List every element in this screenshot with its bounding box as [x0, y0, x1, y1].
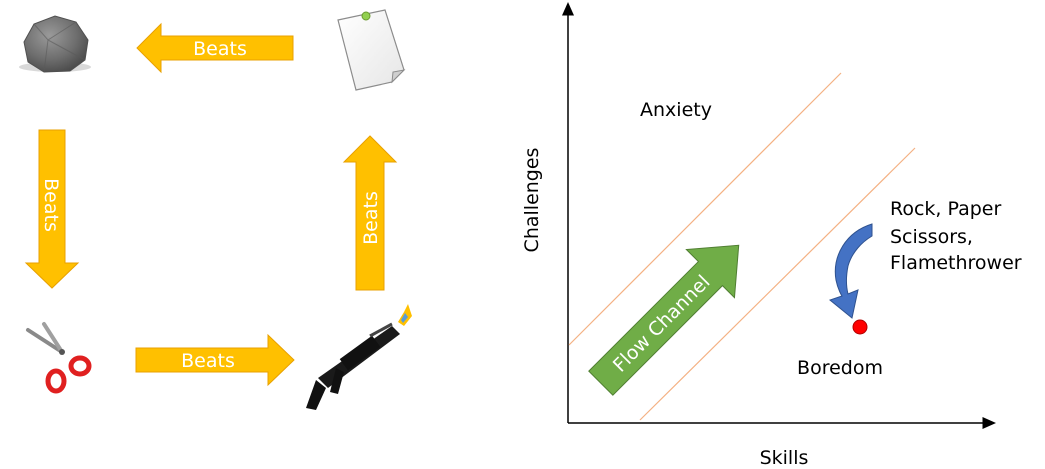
boredom-label: Boredom [797, 357, 883, 379]
rock-icon [19, 15, 91, 73]
note-line-2: Scissors, [890, 226, 973, 248]
flow-channel-arrow: Flow Channel [588, 244, 740, 396]
beats-arrow-paper-rock: Beats [136, 22, 294, 74]
curved-note-arrow [828, 223, 873, 319]
y-axis-label: Challenges [521, 148, 543, 253]
beats-arrow-flamethrower-paper: Beats [342, 135, 398, 291]
beats-arrow-scissors-flamethrower: Beats [135, 333, 295, 387]
scissors-icon [26, 322, 92, 394]
x-axis-label: Skills [760, 447, 809, 469]
note-line-3: Flamethrower [890, 252, 1022, 274]
beats-label: Beats [40, 178, 62, 232]
paper-icon [337, 9, 406, 91]
beats-label: Beats [360, 191, 382, 245]
note-line-1: Rock, Paper [890, 198, 1001, 220]
anxiety-label: Anxiety [640, 99, 712, 121]
flow-channel-lower-edge [639, 147, 916, 421]
beats-label: Beats [181, 350, 235, 372]
current-position-dot [852, 319, 868, 335]
beats-arrow-rock-scissors: Beats [24, 129, 80, 289]
flow-channel-label: Flow Channel [609, 271, 715, 377]
beats-label: Beats [193, 38, 247, 60]
flamethrower-icon [306, 304, 412, 410]
flow-channel-upper-edge [568, 72, 842, 346]
